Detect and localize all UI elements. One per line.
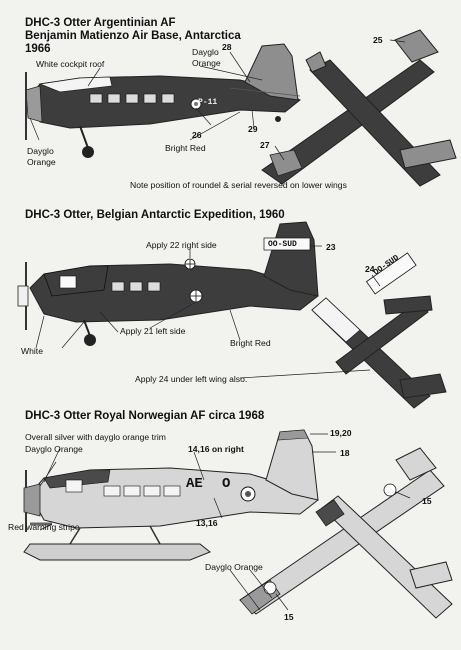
note-roundel-serial: Note position of roundel & serial revers… — [130, 180, 347, 190]
label-apply-22: Apply 22 right side — [146, 240, 217, 250]
label-dayglo-orange-nose: Dayglo Orange — [27, 146, 56, 167]
label-on-right: 14,16 on right — [188, 444, 244, 454]
callout-18: 18 — [340, 448, 350, 458]
label-white: White — [21, 346, 43, 356]
section1-leader-lines — [29, 39, 406, 161]
section2-title: DHC-3 Otter, Belgian Antarctic Expeditio… — [25, 209, 285, 221]
callout-26: 26 — [192, 130, 202, 140]
callout-23: 23 — [326, 242, 336, 252]
section1-title-line3: 1966 — [25, 43, 51, 55]
callout-29: 29 — [248, 124, 258, 134]
callout-27: 27 — [260, 140, 270, 150]
section1-title-line2: Benjamin Matienzo Air Base, Antarctica — [25, 30, 241, 42]
label-dayglo-orange-tail: Dayglo Orange — [192, 47, 221, 68]
argentine-otter-side-view — [25, 43, 301, 158]
callout-28: 28 — [222, 42, 232, 52]
callout-24: 24 — [365, 264, 375, 274]
label-dayglo-orange-2: Dayglo Orange — [205, 562, 263, 572]
belgian-otter-top-view — [311, 252, 447, 409]
callout-15-a: 15 — [422, 496, 432, 506]
argentine-otter-top-view — [261, 29, 457, 187]
callout-15-b: 15 — [284, 612, 294, 622]
label-bright-red-2: Bright Red — [230, 338, 271, 348]
decal-ae-code: AE — [186, 476, 203, 492]
decal-code-letter: O — [222, 476, 231, 492]
callout-19-20: 19,20 — [330, 428, 352, 438]
section3-leader-lines — [39, 433, 411, 611]
belgian-otter-side-view — [17, 221, 319, 346]
label-apply-21: Apply 21 left side — [120, 326, 186, 336]
label-red-warning-stripe: Red warning stripe — [8, 522, 80, 532]
label-overall-silver: Overall silver with dayglo orange trim — [25, 432, 166, 442]
norwegian-otter-side-view — [23, 429, 319, 561]
note-apply-24: Apply 24 under left wing also. — [135, 374, 248, 384]
callout-25: 25 — [373, 35, 383, 45]
section3-title: DHC-3 Otter Royal Norwegian AF circa 196… — [25, 410, 265, 422]
label-white-cockpit-roof: White cockpit roof — [36, 59, 105, 69]
decal-oo-sud-tail: OO-SUD — [268, 240, 297, 249]
decal-serial-p11: P-11 — [198, 98, 218, 107]
section1-title-line1: DHC-3 Otter Argentinian AF — [25, 17, 176, 29]
label-dayglo-orange-1: Dayglo Orange — [25, 444, 83, 454]
section2-leader-lines — [35, 245, 381, 379]
norwegian-otter-top-view — [239, 447, 453, 619]
callout-13-16: 13,16 — [196, 518, 218, 528]
label-bright-red-1: Bright Red — [165, 143, 206, 153]
